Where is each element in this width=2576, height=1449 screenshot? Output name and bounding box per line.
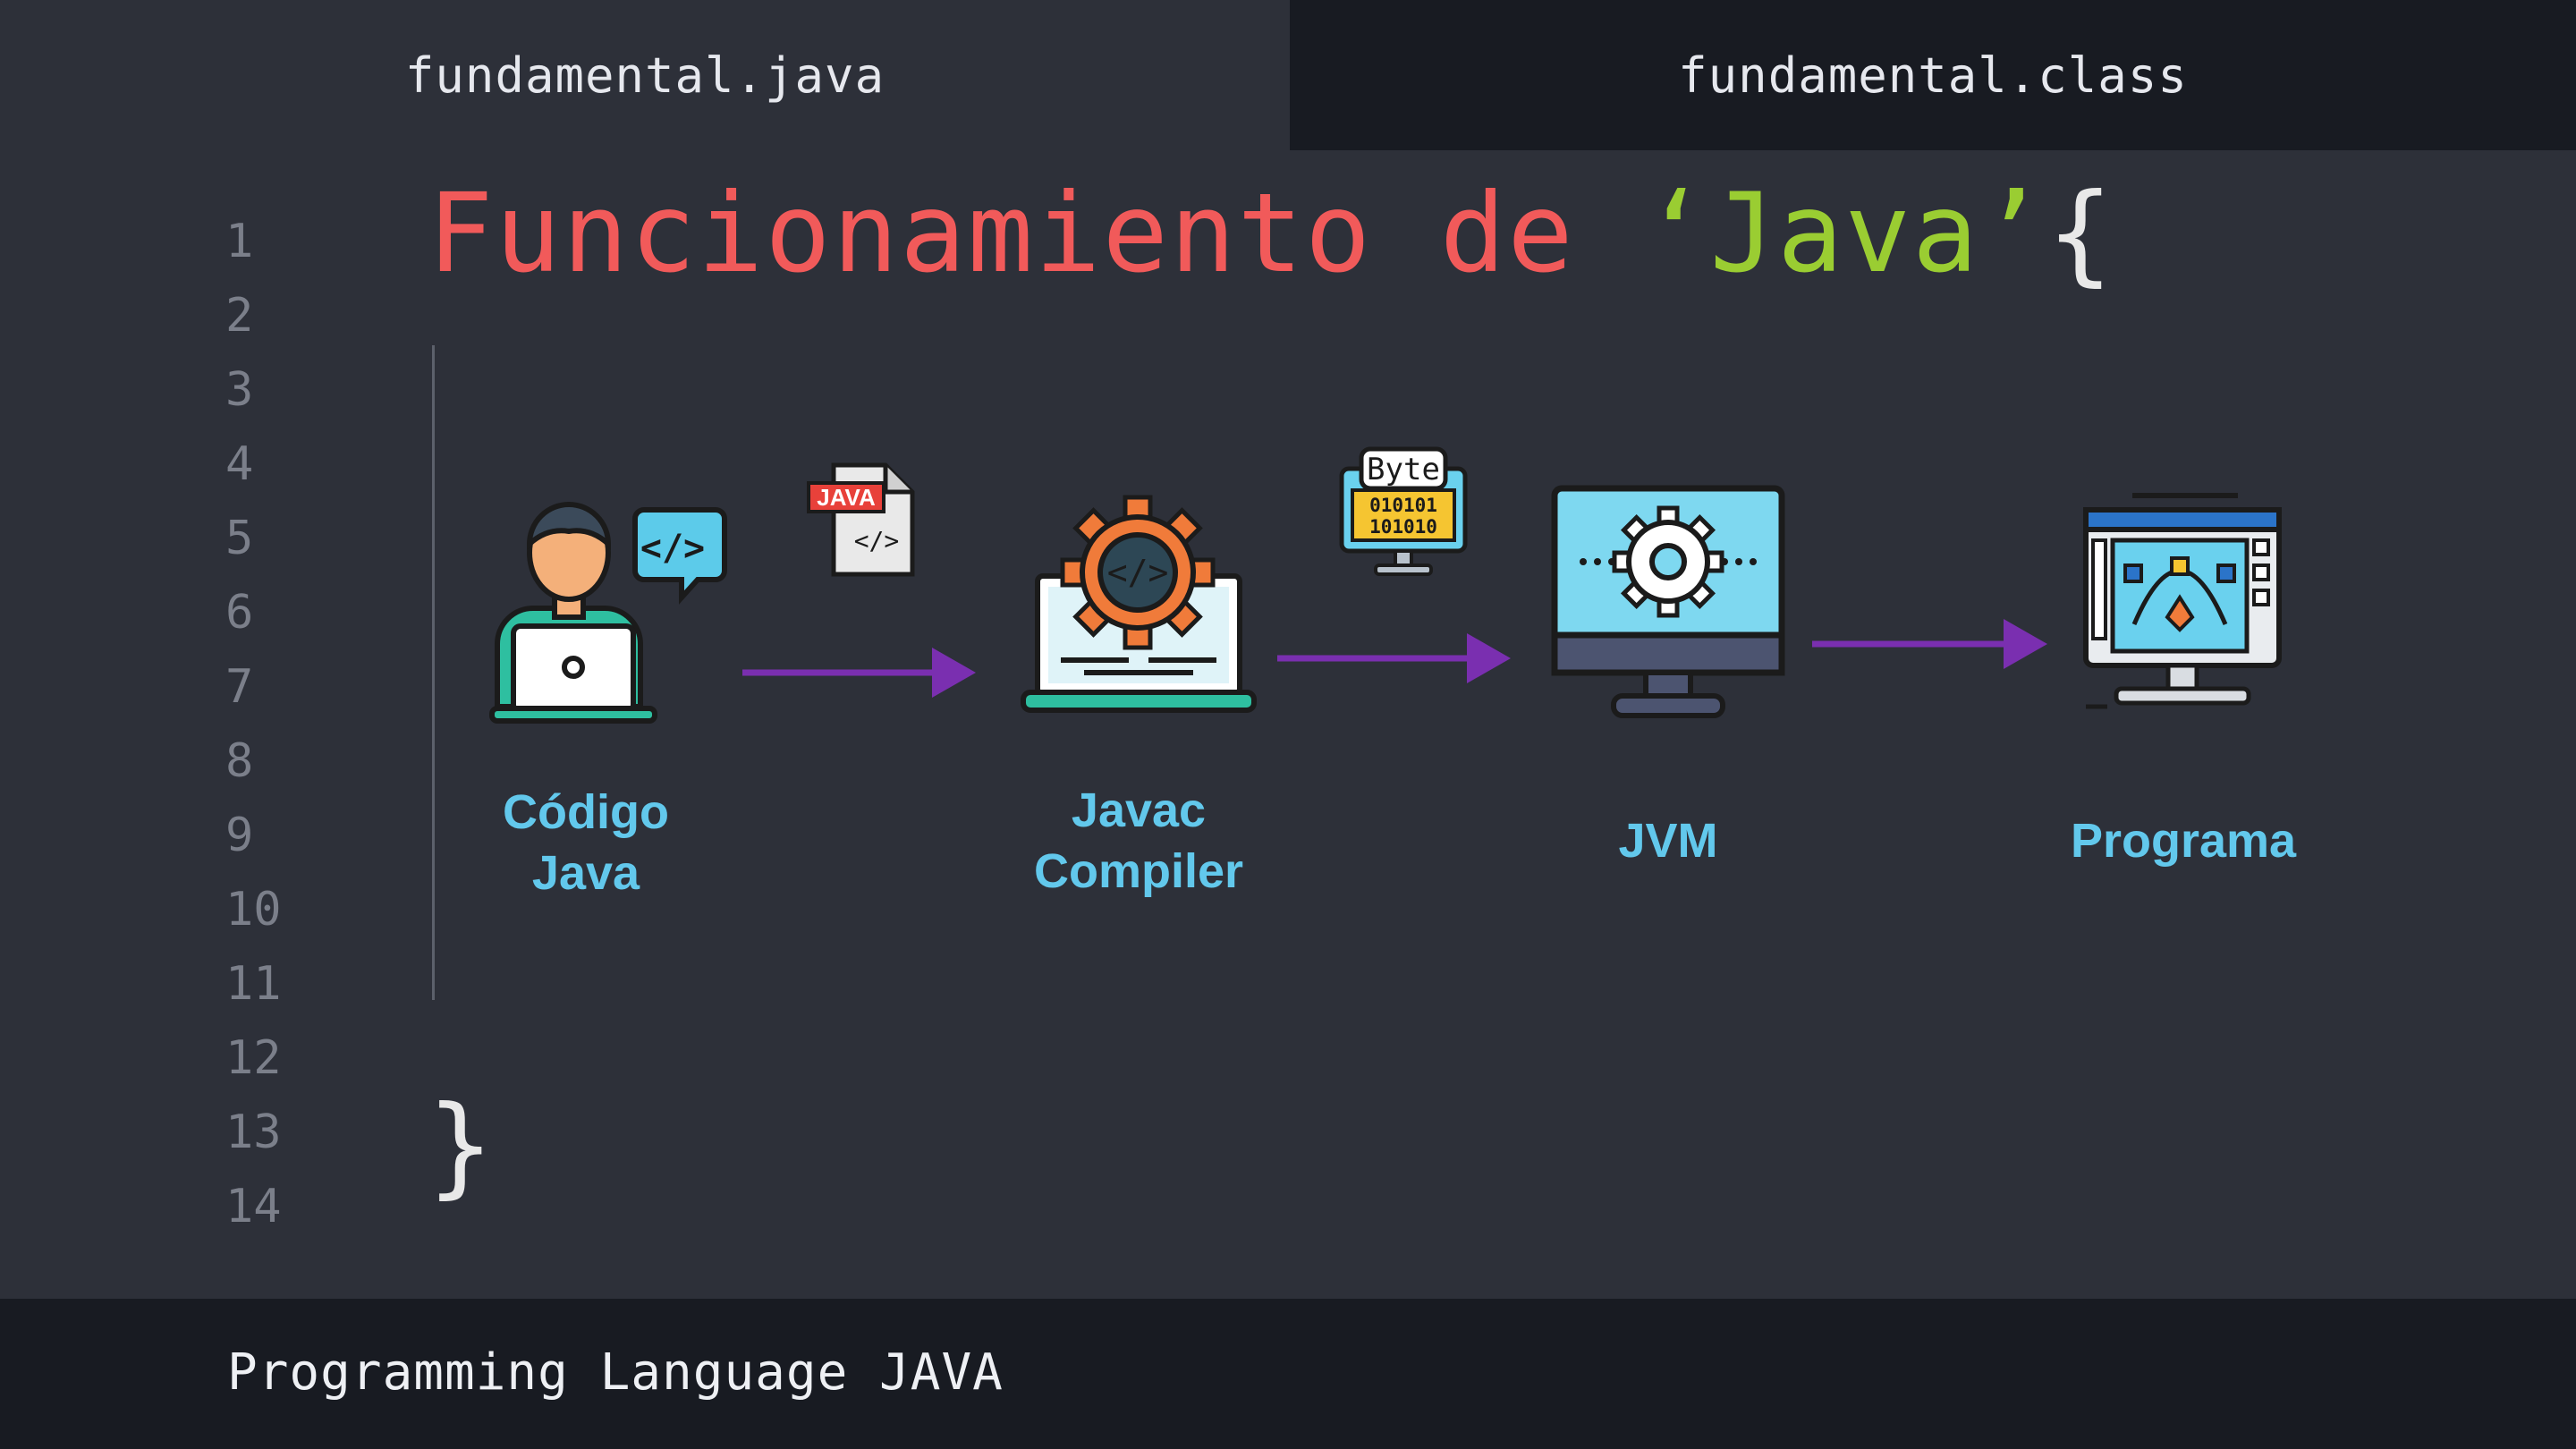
line-number: 1 (225, 215, 254, 268)
developer-laptop-icon: </> (489, 502, 727, 724)
gear-monitor-icon (1551, 485, 1785, 718)
node-label-codigo-java: Código Java (438, 782, 733, 903)
line-number: 2 (225, 289, 254, 343)
node-label-jvm: JVM (1521, 810, 1816, 871)
title-keyword: Funcionamiento de (428, 170, 1643, 297)
node-label-line: Código (503, 785, 669, 839)
tab-label: fundamental.class (1678, 47, 2188, 104)
tab-label: fundamental.java (404, 47, 886, 104)
node-label-line: Javac (1071, 784, 1207, 837)
line-number: 12 (225, 1031, 282, 1085)
flow-arrows (742, 619, 2047, 698)
footer-text: Programming Language JAVA (227, 1343, 1004, 1402)
node-label-line: Java (531, 846, 640, 900)
gear-laptop-icon: </> (1021, 495, 1257, 713)
title-string: ‘Java’ (1642, 170, 2047, 297)
line-number: 5 (225, 512, 254, 565)
footer-bar: Programming Language JAVA (0, 1299, 2576, 1449)
binary-line: 101010 (1369, 516, 1437, 538)
java-badge-text: JAVA (817, 484, 876, 511)
node-label-line: JVM (1618, 814, 1718, 868)
line-number: 8 (225, 734, 254, 788)
node-label-programa: Programa (2036, 810, 2331, 871)
code-glyph: </> (854, 526, 900, 555)
code-glyph: </> (1107, 553, 1169, 592)
line-number: 4 (225, 437, 254, 491)
line-number: 14 (225, 1180, 282, 1233)
page-title: Funcionamiento de ‘Java’{ (428, 170, 2114, 297)
node-label-line: Compiler (1033, 844, 1244, 898)
byte-label: Byte (1367, 452, 1440, 487)
line-number: 13 (225, 1106, 282, 1159)
line-number: 7 (225, 660, 254, 714)
program-monitor-icon (2083, 493, 2282, 709)
line-number: 6 (225, 586, 254, 640)
editor-tab-bar: fundamental.java fundamental.class (0, 0, 2576, 150)
node-label-javac-compiler: Javac Compiler (991, 780, 1286, 902)
line-number: 10 (225, 883, 282, 936)
line-number-gutter: 1 2 3 4 5 6 7 8 9 10 11 12 13 14 (0, 0, 304, 1299)
close-brace: } (428, 1082, 494, 1209)
node-label-line: Programa (2070, 814, 2297, 868)
indent-guide (432, 345, 435, 1000)
binary-line: 010101 (1369, 495, 1437, 516)
open-brace: { (2046, 170, 2115, 297)
tab-fundamental-java[interactable]: fundamental.java (0, 0, 1290, 150)
code-glyph: </> (640, 528, 705, 569)
line-number: 3 (225, 363, 254, 417)
line-number: 11 (225, 957, 282, 1011)
bytecode-icon: Byte 010101 101010 (1339, 446, 1468, 576)
tab-fundamental-class[interactable]: fundamental.class (1290, 0, 2576, 150)
java-file-icon: JAVA </> (807, 462, 915, 577)
line-number: 9 (225, 809, 254, 862)
